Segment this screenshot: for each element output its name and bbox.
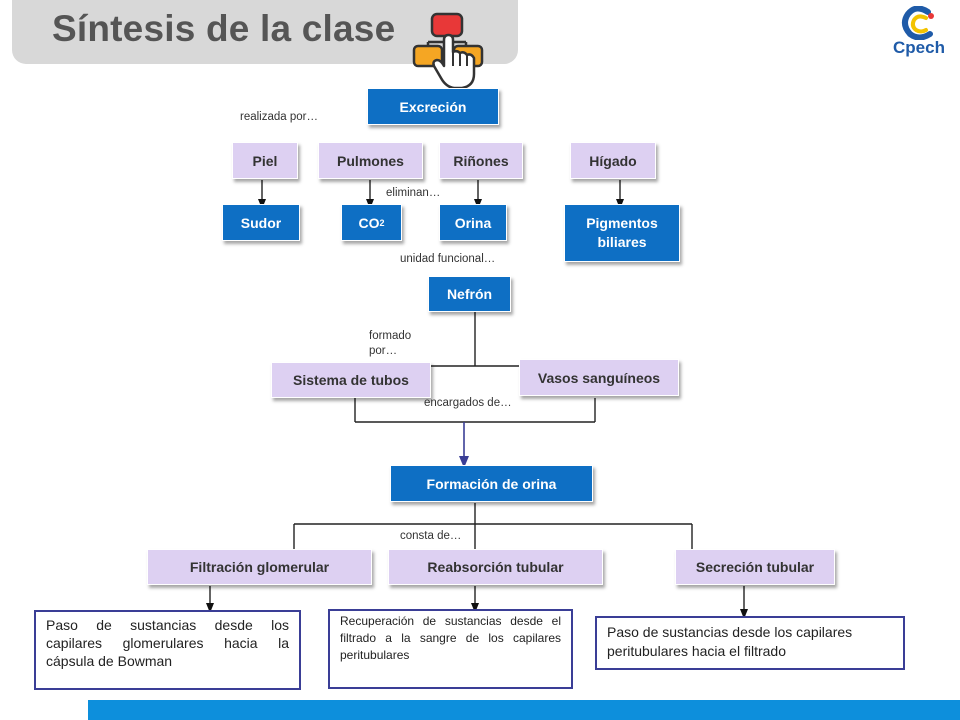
co2-base: CO xyxy=(358,214,380,231)
node-rinones: Riñones xyxy=(439,142,523,179)
label-unidad-funcional: unidad funcional… xyxy=(400,253,496,265)
node-secrecion-tubular: Secreción tubular xyxy=(675,549,835,585)
flowchart-hand-icon xyxy=(412,12,484,90)
desc-filtracion: Paso de sustancias desde los capilares g… xyxy=(34,610,301,690)
node-reabsorcion-tubular: Reabsorción tubular xyxy=(388,549,603,585)
logo-text: Cpech xyxy=(893,38,945,57)
co2-subscript: 2 xyxy=(379,217,385,228)
cpech-logo-icon xyxy=(902,6,934,40)
cpech-logo: Cpech xyxy=(888,6,950,64)
node-vasos-sanguineos: Vasos sanguíneos xyxy=(519,359,679,396)
node-excrecion: Excreción xyxy=(367,88,499,125)
node-piel: Piel xyxy=(232,142,298,179)
label-por: por… xyxy=(369,345,398,357)
node-higado: Hígado xyxy=(570,142,656,179)
node-formacion-de-orina: Formación de orina xyxy=(390,465,593,502)
node-pigmentos-biliares: Pigmentos biliares xyxy=(564,204,680,262)
node-sudor: Sudor xyxy=(222,204,300,241)
label-consta-de: consta de… xyxy=(400,530,462,542)
node-pulmones: Pulmones xyxy=(318,142,423,179)
node-orina: Orina xyxy=(439,204,507,241)
node-nefron: Nefrón xyxy=(428,276,511,312)
desc-reabsorcion: Recuperación de sustancias desde el filt… xyxy=(328,609,573,689)
node-filtracion-glomerular: Filtración glomerular xyxy=(147,549,372,585)
label-eliminan: eliminan… xyxy=(386,187,441,199)
node-sistema-de-tubos: Sistema de tubos xyxy=(271,362,431,398)
label-encargados-de: encargados de… xyxy=(424,397,512,409)
bottom-bar xyxy=(88,700,960,720)
label-realizada-por: realizada por… xyxy=(240,111,318,123)
desc-secrecion: Paso de sustancias desde los capilares p… xyxy=(595,616,905,670)
page-title: Síntesis de la clase xyxy=(52,8,396,49)
label-formado: formado xyxy=(369,330,412,342)
